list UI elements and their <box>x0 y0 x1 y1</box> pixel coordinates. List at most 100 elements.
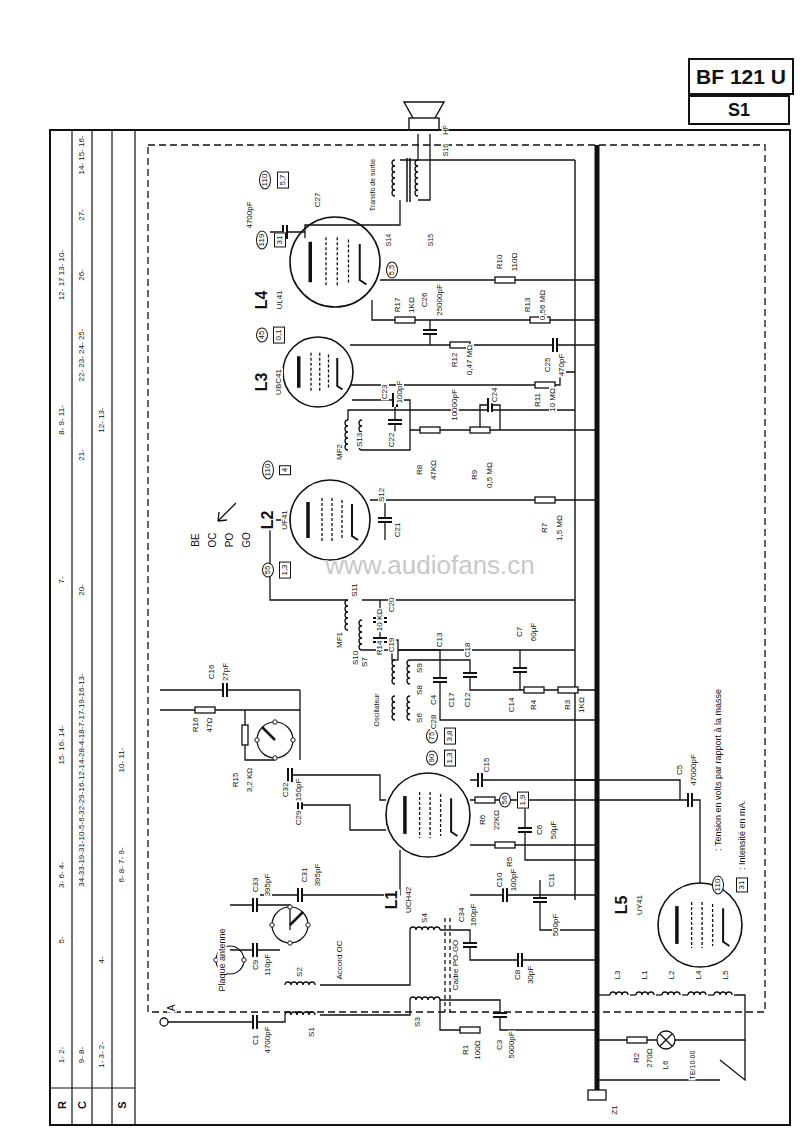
pilot-lamp <box>660 1034 672 1046</box>
tube-plate <box>306 502 310 538</box>
wire <box>370 499 597 500</box>
current-callout: 31 <box>736 878 748 893</box>
capacitor-symbol <box>533 901 547 903</box>
capacitor-symbol <box>552 338 554 352</box>
capacitor-gap <box>463 943 477 947</box>
capacitor-symbol <box>493 1016 507 1018</box>
part-label: S15 <box>427 233 434 247</box>
tube-grid <box>321 498 322 542</box>
capacitor-symbol <box>301 888 303 902</box>
capacitor-gap <box>388 420 402 424</box>
wave-switch <box>257 722 293 758</box>
part-label: GO <box>242 531 252 549</box>
tube-plate <box>675 906 679 944</box>
capacitor-symbol <box>487 398 489 412</box>
capacitor-symbol <box>463 946 477 948</box>
part-label: L5 <box>722 970 730 981</box>
wave-switch <box>272 907 308 943</box>
tube-grid <box>325 237 326 287</box>
tube-cathode <box>451 798 457 836</box>
part-label: C3 <box>496 1039 504 1051</box>
wire <box>380 279 597 280</box>
part-label: 270Ω <box>646 1047 654 1068</box>
part-label: OC <box>208 532 218 549</box>
part-label: MF2 <box>336 443 344 461</box>
resistor-symbol <box>460 1027 480 1033</box>
part-label: 21- <box>78 448 86 462</box>
part-label: 1- 2- <box>58 1046 66 1064</box>
current-callout: 1,9 <box>517 791 529 808</box>
part-label: A <box>167 1004 177 1013</box>
heading-label: L1 <box>384 890 400 911</box>
coil-symbol <box>285 982 315 985</box>
capacitor-symbol <box>378 521 392 523</box>
transformer-core <box>409 158 411 202</box>
part-label: C21 <box>394 522 402 539</box>
capacitor-symbol <box>433 681 447 683</box>
coil-symbol <box>407 660 410 684</box>
tube-grid <box>701 902 702 948</box>
tube-grid <box>337 237 338 287</box>
wire <box>168 1015 285 1022</box>
capacitor-symbol <box>687 793 689 807</box>
part-label: UY41 <box>636 894 644 916</box>
capacitor-symbol <box>378 517 392 519</box>
wire <box>417 134 418 160</box>
part-label: R13 <box>524 297 532 314</box>
current-callout: 1,3 <box>444 749 456 766</box>
switch-contact <box>270 923 274 927</box>
coil-symbol <box>714 992 732 995</box>
part-label: Z1 <box>611 1104 619 1115</box>
switch-contact <box>273 756 277 760</box>
part-label: R9 <box>471 469 479 481</box>
capacitor-symbol <box>506 888 508 902</box>
part-label: S1 <box>308 1026 316 1038</box>
switch-contact <box>288 905 292 909</box>
part-label: C25 <box>544 357 552 374</box>
part-label: TE/10-00 <box>689 1050 696 1081</box>
resistor-symbol <box>470 427 490 433</box>
part-label: R8 <box>416 464 424 476</box>
wire <box>720 1040 745 1080</box>
resistor-symbol <box>475 797 495 803</box>
part-label: L6 <box>662 1060 670 1071</box>
wire <box>418 134 430 200</box>
current-callout: 4 <box>279 465 291 475</box>
speaker-symbol <box>404 102 444 118</box>
part-label: 60µF <box>530 622 538 642</box>
part-label: R16 <box>192 717 200 734</box>
part-label: 9- 8- <box>78 1046 86 1064</box>
part-label: S8 <box>416 684 424 696</box>
capacitor-symbol <box>286 225 288 239</box>
wire <box>656 994 662 995</box>
switch-wiper <box>262 727 275 740</box>
tube-grid <box>691 902 692 948</box>
part-label: 20- <box>78 583 86 597</box>
wire <box>290 775 386 800</box>
part-label: 160pF <box>470 903 478 928</box>
part-label: 470pF <box>558 353 566 378</box>
tube-cathode <box>352 504 358 540</box>
part-label: : Intensité en mA. <box>738 799 747 871</box>
capacitor-gap <box>463 673 477 677</box>
capacitor-symbol <box>256 1015 258 1029</box>
wire <box>348 410 575 420</box>
part-label: 12- 17 13- 10- <box>58 249 66 301</box>
heading-label: L2 <box>260 510 276 531</box>
part-label: S7 <box>361 656 369 668</box>
capacitor-gap <box>423 330 437 334</box>
part-label: 7- <box>58 575 66 584</box>
wire <box>675 995 745 1040</box>
capacitor-symbol <box>433 677 447 679</box>
coil-symbol <box>345 420 348 450</box>
wire <box>597 994 610 995</box>
part-label: C29 <box>295 810 303 827</box>
part-label: 47000pF <box>690 753 698 787</box>
part-label: 27pF <box>222 662 230 682</box>
wire <box>708 994 714 995</box>
selector-arrow <box>218 520 227 521</box>
coil-symbol <box>392 160 395 196</box>
table-rule <box>91 130 92 1125</box>
part-label: R3 <box>564 699 572 711</box>
chassis-outline <box>148 145 765 1012</box>
